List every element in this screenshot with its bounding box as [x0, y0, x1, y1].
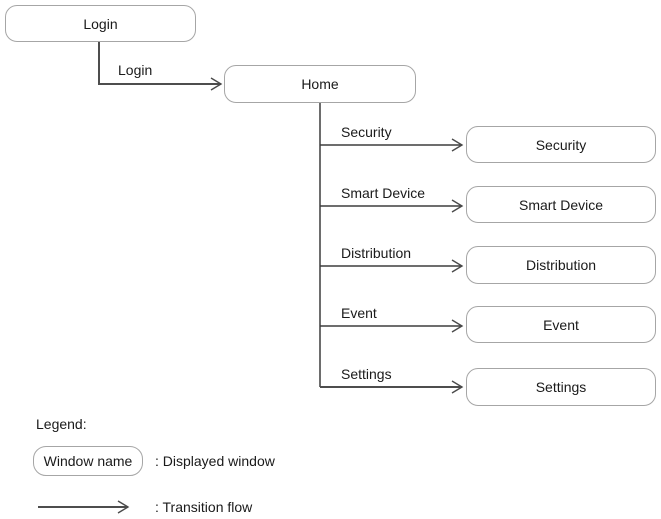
node-distribution: Distribution: [466, 246, 656, 284]
node-home-label: Home: [301, 76, 339, 92]
legend-window-description: : Displayed window: [155, 453, 275, 469]
node-login-label: Login: [83, 15, 118, 32]
legend-window-name-box: Window name: [33, 446, 143, 476]
edge-label-smart-device: Smart Device: [341, 185, 426, 201]
node-settings-label: Settings: [535, 379, 587, 395]
node-event-label: Event: [543, 316, 579, 333]
node-home: Home: [224, 65, 416, 103]
legend-title: Legend:: [36, 416, 87, 432]
node-smart-device-label: Smart Device: [518, 196, 604, 213]
node-login: Login: [5, 5, 196, 42]
node-settings: Settings: [466, 368, 656, 406]
legend-arrow-description: : Transition flow: [155, 499, 253, 515]
edge-label-event: Event: [341, 305, 377, 321]
node-smart-device: Smart Device: [466, 186, 656, 223]
node-distribution-label: Distribution: [525, 257, 597, 273]
edge-label-settings: Settings: [341, 366, 392, 382]
node-security: Security: [466, 126, 656, 163]
node-event: Event: [466, 306, 656, 343]
edge-label-distribution: Distribution: [341, 245, 412, 261]
edge-label-security: Security: [341, 124, 392, 140]
edge-label-login: Login: [118, 62, 153, 78]
edge-login-to-home: [98, 42, 223, 91]
legend-window-name-label: Window name: [43, 453, 133, 469]
node-security-label: Security: [535, 136, 587, 153]
